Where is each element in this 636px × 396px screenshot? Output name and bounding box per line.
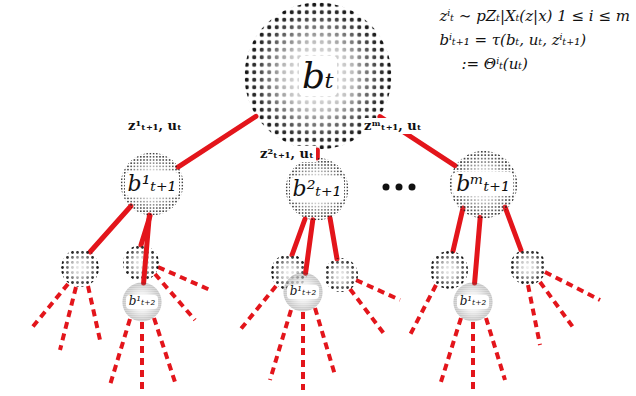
belief-sphere	[123, 245, 159, 281]
sphere-shade	[61, 249, 99, 287]
sphere-dots	[121, 153, 184, 216]
dashed-branch	[110, 319, 130, 385]
belief-node: b²ₜ₊₁	[285, 157, 349, 221]
belief-label: bₜ	[299, 56, 337, 96]
belief-sphere	[324, 258, 358, 292]
belief-sphere	[510, 249, 546, 285]
dashed-branch	[240, 286, 276, 330]
belief-node: b¹ₜ₊₁	[120, 152, 184, 216]
dashed-branch	[356, 280, 400, 300]
tree-edge	[178, 116, 256, 167]
tree-edge	[306, 220, 313, 273]
belief-node: bᵐₜ₊₁	[449, 150, 518, 219]
dashed-branch	[350, 289, 385, 335]
branch-line	[505, 207, 521, 250]
sphere-shade	[123, 245, 159, 281]
ellipsis-dot	[409, 184, 416, 191]
edge-label: z¹ₜ₊₁, uₜ	[126, 118, 184, 134]
sphere-shade	[510, 249, 546, 285]
belief-label: b¹ₜ₊₂	[126, 295, 159, 308]
belief-node: b¹ₜ₊₂	[122, 282, 162, 322]
dashed-branch	[410, 285, 436, 335]
sphere-dots	[286, 158, 349, 221]
belief-sphere	[61, 249, 99, 287]
belief-node: b¹ₜ₊₂	[283, 272, 323, 312]
dashed-branch	[486, 318, 505, 380]
dashed-branch	[155, 274, 195, 320]
dashed-branch	[30, 284, 68, 330]
dashed-branch	[158, 267, 210, 290]
dashed-branch	[315, 308, 335, 375]
continuation-dashes	[30, 267, 600, 390]
tree-edge	[475, 217, 481, 283]
dashed-branch	[528, 285, 540, 345]
ellipsis-dot	[383, 184, 390, 191]
dashed-branch	[545, 272, 600, 300]
dashed-branch	[270, 310, 291, 380]
branch-line	[330, 218, 337, 259]
branch-line	[90, 206, 131, 252]
belief-sphere	[430, 251, 468, 289]
sphere-shade	[283, 272, 322, 311]
sphere-shade	[286, 158, 349, 221]
tree-edge	[144, 215, 150, 283]
branch-line	[292, 219, 305, 255]
sphere-shade	[453, 282, 492, 321]
sphere-dots	[453, 282, 492, 321]
ellipsis-dots	[383, 184, 416, 191]
sphere-shade	[430, 251, 468, 289]
belief-label: b¹ₜ₊₂	[287, 285, 320, 298]
dashed-branch	[440, 318, 461, 385]
dashed-branch	[88, 286, 100, 340]
edge-label: z²ₜ₊₁, uₜ	[258, 146, 316, 162]
ellipsis-dot	[396, 184, 403, 191]
dashed-branch	[540, 282, 575, 330]
belief-label: b¹ₜ₊₁	[125, 172, 180, 196]
sphere-shade	[449, 150, 517, 218]
dashed-branch	[60, 287, 76, 350]
equation-line: zⁱₜ ∼ pZₜ|Xₜ(z|x) 1 ≤ i ≤ m	[439, 4, 630, 28]
sphere-dots	[283, 272, 322, 311]
equation-line: bⁱₜ₊₁ = τ(bₜ, uₜ, zⁱₜ₊₁)	[439, 28, 630, 52]
sphere-shade	[324, 258, 358, 292]
sphere-shade	[121, 153, 184, 216]
dashed-branch	[140, 322, 144, 390]
dashed-branch	[154, 318, 175, 382]
belief-label: b²ₜ₊₁	[290, 177, 345, 201]
belief-label: b¹ₜ₊₂	[457, 295, 490, 308]
sphere-dots	[449, 150, 517, 218]
branch-line	[453, 208, 463, 251]
belief-label: bᵐₜ₊₁	[453, 172, 512, 196]
sphere-dots	[122, 282, 161, 321]
dashed-branch	[471, 322, 475, 390]
equation-block: zⁱₜ ∼ pZₜ|Xₜ(z|x) 1 ≤ i ≤ mbⁱₜ₊₁ = τ(bₜ,…	[439, 4, 630, 76]
edge-label: zᵐₜ₊₁, uₜ	[362, 118, 424, 134]
equation-line: := Θⁱₜ(uₜ)	[439, 52, 630, 76]
belief-node: b¹ₜ₊₂	[453, 282, 493, 322]
dashed-branch	[301, 312, 305, 390]
sphere-shade	[122, 282, 161, 321]
